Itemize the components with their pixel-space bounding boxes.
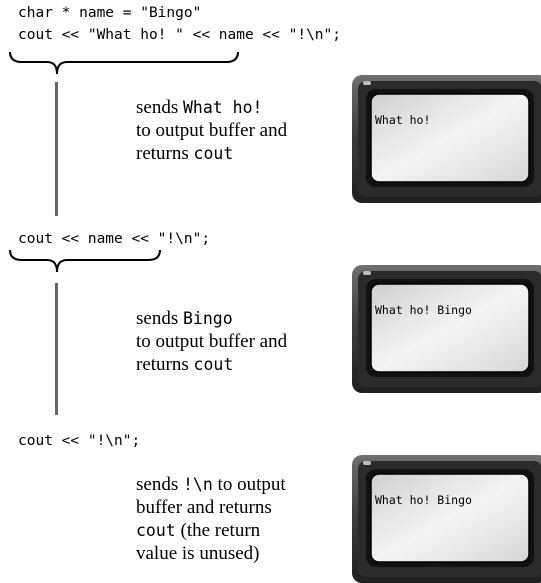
step1-code-3: cout xyxy=(193,144,234,163)
monitor-frame xyxy=(352,455,541,583)
step2-text-1: sends xyxy=(136,308,183,329)
step3-text-2: buffer and returns xyxy=(136,497,272,518)
connector-line-1 xyxy=(55,82,58,216)
code-line-declaration: char * name = "Bingo" xyxy=(18,5,202,21)
monitor-2-screen-text: What ho! Bingo xyxy=(375,303,472,317)
code-line-second-statement: cout << name << "!\n"; xyxy=(18,231,211,247)
step3-text-4: value is unused) xyxy=(136,543,260,564)
monitor-frame xyxy=(352,265,541,393)
monitor-1: What ho! xyxy=(352,75,541,203)
monitor-2: What ho! Bingo xyxy=(352,265,541,393)
step3-code-1: !\n xyxy=(182,475,213,494)
step1-description: sends What ho! to output buffer and retu… xyxy=(136,96,287,165)
monitor-1-screen-text: What ho! xyxy=(375,113,431,127)
step1-text-1: sends xyxy=(136,97,183,118)
step3-description: sends !\n to output buffer and returns c… xyxy=(136,473,286,565)
step2-code-1: Bingo xyxy=(182,309,233,328)
connector-line-2 xyxy=(55,283,58,415)
step2-text-3: returns xyxy=(136,354,194,375)
step3-code-3: cout xyxy=(136,521,176,540)
step1-code-1: What ho! xyxy=(182,98,263,117)
monitor-3: What ho! Bingo xyxy=(352,455,541,583)
code-line-full-statement: cout << "What ho! " << name << "!\n"; xyxy=(18,27,342,43)
step2-description: sends Bingo to output buffer and returns… xyxy=(136,307,287,376)
monitor-3-screen-text: What ho! Bingo xyxy=(375,493,472,507)
step3-text-1b: to output xyxy=(212,474,286,495)
code-line-third-statement: cout << "!\n"; xyxy=(18,433,141,449)
step1-text-2: to output buffer and xyxy=(136,120,288,141)
monitor-frame xyxy=(352,75,541,203)
step1-text-3: returns xyxy=(136,143,194,164)
step3-text-3: (the return xyxy=(175,520,261,541)
step3-text-1: sends xyxy=(136,474,183,495)
step2-text-2: to output buffer and xyxy=(136,331,288,352)
step2-code-3: cout xyxy=(193,355,234,374)
